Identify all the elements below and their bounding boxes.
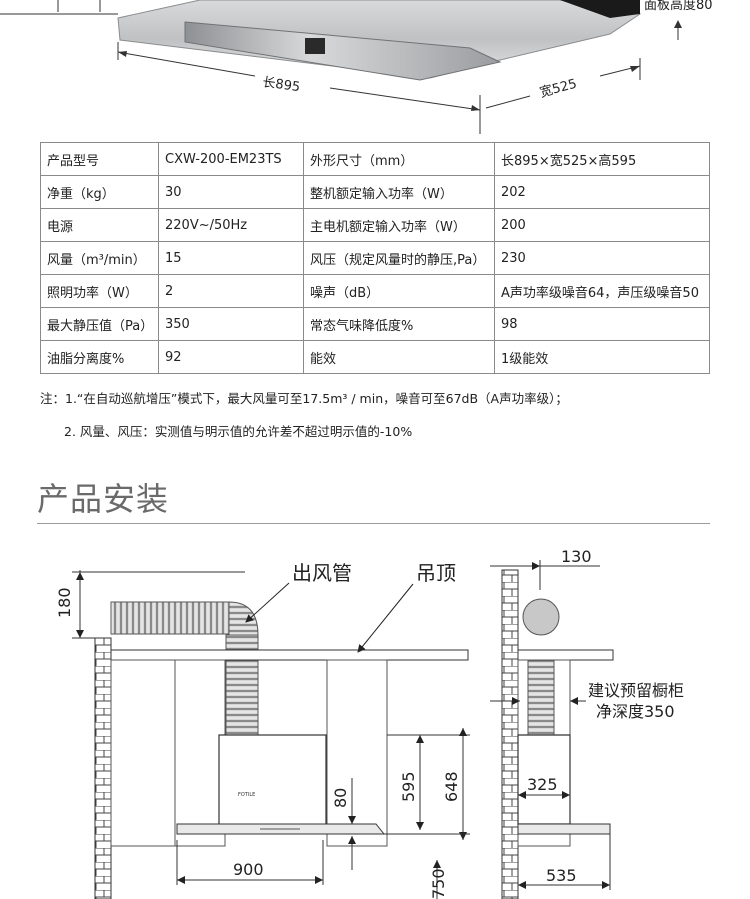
cabinet-depth-label-line1: 建议预留橱柜 [588,681,684,700]
spec-label-dimensions: 外形尺寸（mm） [303,142,495,176]
length-dimension-label: 长895 [261,75,301,95]
panel-height-label: 面板高度80 [644,0,713,13]
dim-535-label: 535 [546,866,577,885]
installation-diagram: 180 FOTILE 出风管 吊顶 595 648 80 900 750 [55,547,684,899]
brand-mark: FOTILE [238,792,255,798]
spec-table: 产品型号 CXW-200-EM23TS 外形尺寸（mm） 长895×宽525×高… [40,142,710,374]
dim-595-label: 595 [399,771,418,802]
table-row: 最大静压值（Pa） 350 常态气味降低度% 98 [40,307,710,341]
side-hood-panel [517,823,611,835]
table-row: 净重（kg） 30 整机额定输入功率（W） 202 [40,175,710,209]
spec-value-rated-power: 202 [494,175,710,209]
section-divider [37,523,710,524]
spec-label-lighting-power: 照明功率（W） [40,274,159,308]
spec-label-weight: 净重（kg） [40,175,159,209]
dim-900-label: 900 [233,860,264,879]
side-duct-cross-section [522,598,560,636]
section-title: 产品安装 [37,480,170,518]
hood-body [218,734,327,831]
spec-value-weight: 30 [158,175,304,209]
table-row: 油脂分离度% 92 能效 1级能效 [40,340,710,374]
spec-label-air-pressure: 风压（规定风量时的静压,Pa） [303,241,495,275]
spec-value-airflow: 15 [158,241,304,275]
spec-label-energy-efficiency: 能效 [303,340,495,374]
exhaust-duct [110,601,230,635]
dim-180-label: 180 [55,587,74,618]
spec-value-model: CXW-200-EM23TS [158,142,304,176]
brick-wall [94,637,112,899]
product-dimension-diagram: 面板高度80 长895 宽525 [0,0,713,134]
spec-label-noise: 噪声（dB） [303,274,495,308]
spec-value-noise: A声功率级噪音64，声压级噪音50 [494,274,710,308]
dim-648-label: 648 [442,771,461,802]
table-row: 照明功率（W） 2 噪声（dB） A声功率级噪音64，声压级噪音50 [40,274,710,308]
spec-value-max-static-pressure: 350 [158,307,304,341]
spec-label-airflow: 风量（m³/min） [40,241,159,275]
spec-label-odor-reduction: 常态气味降低度% [303,307,495,341]
table-row: 风量（m³/min） 15 风压（规定风量时的静压,Pa） 230 [40,241,710,275]
spec-label-grease-separation: 油脂分离度% [40,340,159,374]
spec-label-rated-power: 整机额定输入功率（W） [303,175,495,209]
side-brick-wall [501,569,519,899]
dim-130-label: 130 [561,547,592,566]
left-cabinet [110,659,176,847]
cabinet-depth-label-line2: 净深度350 [596,702,675,721]
footnote-1: 注：1.“在自动巡航增压”模式下，最大风量可至17.5m³ / min，噪音可至… [40,391,568,406]
spec-label-max-static-pressure: 最大静压值（Pa） [40,307,159,341]
range-hood-image [117,0,642,81]
dim-325-label: 325 [527,775,558,794]
dim-80-label: 80 [331,788,350,808]
table-row: 电源 220V~/50Hz 主电机额定输入功率（W） 200 [40,208,710,242]
spec-value-air-pressure: 230 [494,241,710,275]
duct-label: 出风管 [292,561,352,585]
dim-750-label: 750 [429,868,448,899]
spec-value-motor-power: 200 [494,208,710,242]
spec-value-power-supply: 220V~/50Hz [158,208,304,242]
table-row: 产品型号 CXW-200-EM23TS 外形尺寸（mm） 长895×宽525×高… [40,142,710,176]
footnote-2: 2. 风量、风压：实测值与明示值的允许差不超过明示值的-10% [64,424,413,439]
spec-label-model: 产品型号 [40,142,159,176]
spec-value-odor-reduction: 98 [494,307,710,341]
right-cabinet [326,659,388,847]
width-dimension-label: 宽525 [538,76,579,101]
spec-label-motor-power: 主电机额定输入功率（W） [303,208,495,242]
spec-label-power-supply: 电源 [40,208,159,242]
ceiling-label: 吊顶 [416,561,456,585]
spec-value-grease-separation: 92 [158,340,304,374]
spec-value-dimensions: 长895×宽525×高595 [494,142,710,176]
spec-value-energy-efficiency: 1级能效 [494,340,710,374]
spec-value-lighting-power: 2 [158,274,304,308]
ceiling-board [110,649,469,661]
